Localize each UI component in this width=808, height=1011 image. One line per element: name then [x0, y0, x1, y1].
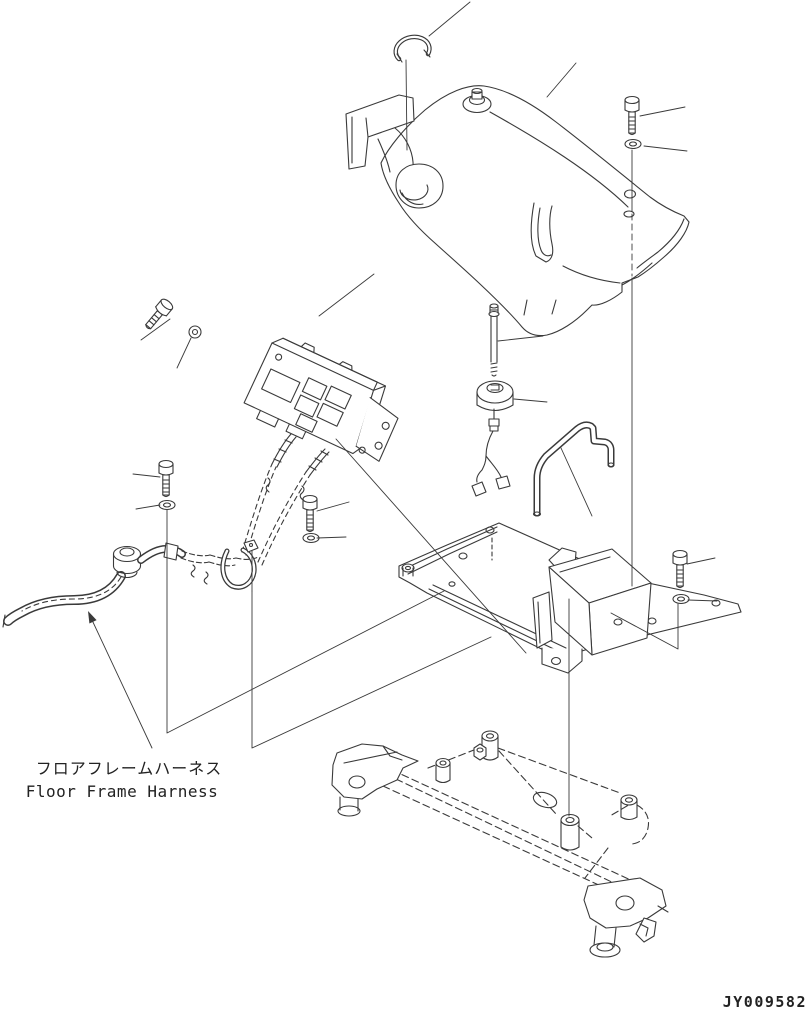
frame-left-bracket [332, 744, 418, 816]
drawing-number: JY009582 [723, 993, 807, 1011]
mounting-plate [399, 523, 741, 673]
hex-bolt-tilted [142, 297, 175, 332]
caption-english: Floor Frame Harness [26, 782, 219, 801]
cover-grommet [463, 89, 491, 113]
leader-lines [88, 2, 717, 816]
washer-tilted [189, 326, 201, 338]
washer-middle [303, 534, 319, 543]
hex-bolt-left [159, 461, 173, 497]
harness-clamp-band [164, 543, 178, 560]
harness-round-connector [114, 547, 141, 578]
support-box [533, 548, 651, 655]
floor-frame-harness [3, 540, 258, 627]
frame-right-bracket [584, 878, 668, 957]
washer-right [673, 595, 689, 604]
frame-crossmember [332, 731, 668, 957]
grommet-mount [477, 381, 513, 411]
floor-harness-cover [346, 86, 689, 336]
snap-ring [396, 37, 430, 62]
harness-label-arrowhead [88, 611, 97, 624]
wire-connector-assembly [472, 409, 510, 496]
hex-bolt-middle [303, 496, 317, 532]
controller-unit [240, 330, 411, 473]
washer-top-right [625, 140, 641, 149]
caption-japanese: フロアフレームハーネス [36, 759, 223, 778]
washer-left [159, 501, 175, 510]
stud [489, 304, 499, 376]
hex-bolt-right [673, 551, 687, 588]
harness-clip-loop [223, 540, 258, 587]
frame-bosses [436, 731, 637, 850]
cover-clip [346, 95, 414, 169]
hex-bolt-top-right [625, 97, 639, 135]
u-bracket [534, 425, 615, 516]
